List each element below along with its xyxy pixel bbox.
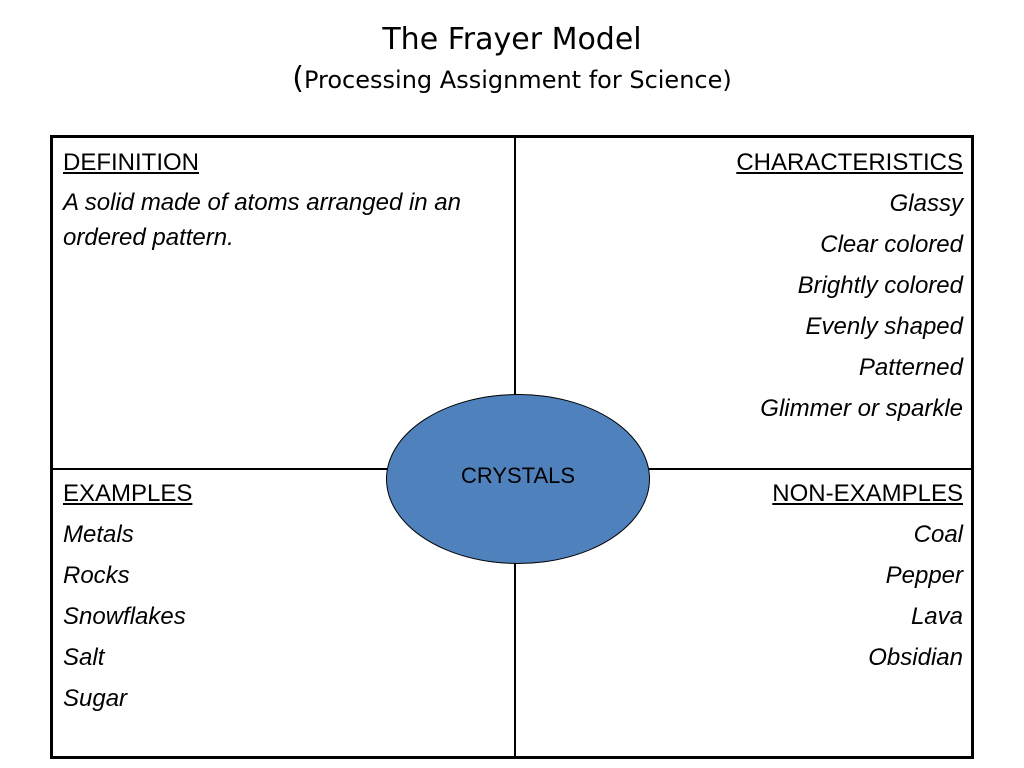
non-example-item: Obsidian	[868, 644, 963, 671]
example-item: Snowflakes	[63, 603, 186, 630]
title-subtitle-text: Processing Assignment for Science)	[303, 66, 732, 94]
definition-quadrant: DEFINITION A solid made of atoms arrange…	[63, 142, 503, 255]
examples-quadrant: EXAMPLES Metals Rocks Snowflakes Salt Su…	[63, 473, 503, 719]
example-item: Sugar	[63, 685, 128, 712]
characteristics-heading: CHARACTERISTICS	[736, 149, 963, 176]
example-item: Salt	[63, 644, 105, 671]
characteristics-quadrant: CHARACTERISTICS Glassy Clear colored Bri…	[523, 142, 963, 429]
characteristic-item: Glimmer or sparkle	[760, 395, 963, 422]
non-example-item: Coal	[913, 521, 963, 548]
examples-heading: EXAMPLES	[63, 480, 193, 507]
frayer-grid: DEFINITION A solid made of atoms arrange…	[50, 135, 974, 759]
characteristic-item: Clear colored	[820, 231, 963, 258]
non-example-item: Lava	[910, 603, 963, 630]
title-main: The Frayer Model	[382, 22, 642, 57]
non-examples-heading: NON-EXAMPLES	[772, 480, 963, 507]
center-term-label: CRYSTALS	[460, 463, 576, 488]
example-item: Metals	[63, 521, 134, 548]
characteristic-item: Brightly colored	[797, 272, 963, 299]
slide-title: The Frayer Model (Processing Assignment …	[0, 20, 1024, 98]
title-subtitle-open-paren: (	[292, 61, 304, 96]
non-example-item: Pepper	[885, 562, 963, 589]
characteristic-item: Patterned	[858, 354, 963, 381]
non-examples-quadrant: NON-EXAMPLES Coal Pepper Lava Obsidian	[523, 473, 963, 678]
characteristic-item: Evenly shaped	[805, 313, 963, 340]
title-subtitle: (Processing Assignment for Science)	[0, 59, 1024, 98]
example-item: Rocks	[63, 562, 130, 589]
definition-heading: DEFINITION	[63, 149, 199, 176]
definition-text: A solid made of atoms arranged in an ord…	[63, 189, 462, 251]
center-term-ellipse: CRYSTALS	[386, 394, 650, 564]
characteristic-item: Glassy	[889, 190, 963, 217]
